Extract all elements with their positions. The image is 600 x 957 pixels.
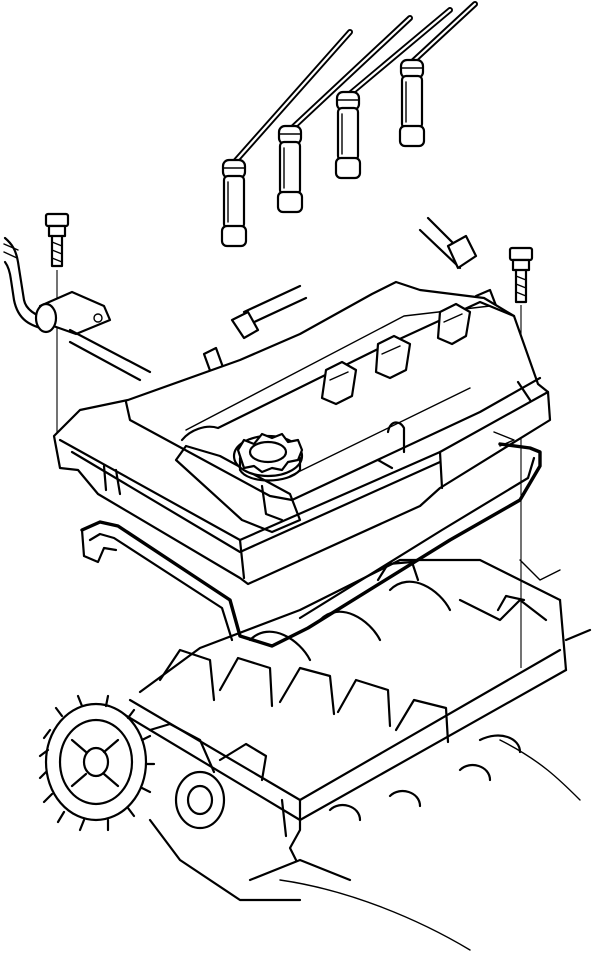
plug-hole-tubes bbox=[320, 302, 472, 406]
breather-hose-left bbox=[3, 236, 152, 382]
spark-plug-boot-4 bbox=[398, 58, 426, 148]
oil-filler-cap bbox=[232, 432, 304, 482]
cover-bolt-right bbox=[508, 246, 534, 668]
cylinder-head bbox=[118, 558, 592, 951]
cylinder-head-cover bbox=[52, 280, 552, 586]
spark-plug-boot-3 bbox=[334, 90, 362, 180]
spark-plug-wires bbox=[229, 1, 478, 168]
spark-plug-boot-2 bbox=[276, 124, 304, 214]
camshaft-pulley bbox=[38, 694, 156, 832]
spark-plug-boot-1 bbox=[220, 158, 248, 248]
idler-pulley bbox=[148, 722, 226, 830]
cover-bolt-left bbox=[44, 212, 70, 440]
